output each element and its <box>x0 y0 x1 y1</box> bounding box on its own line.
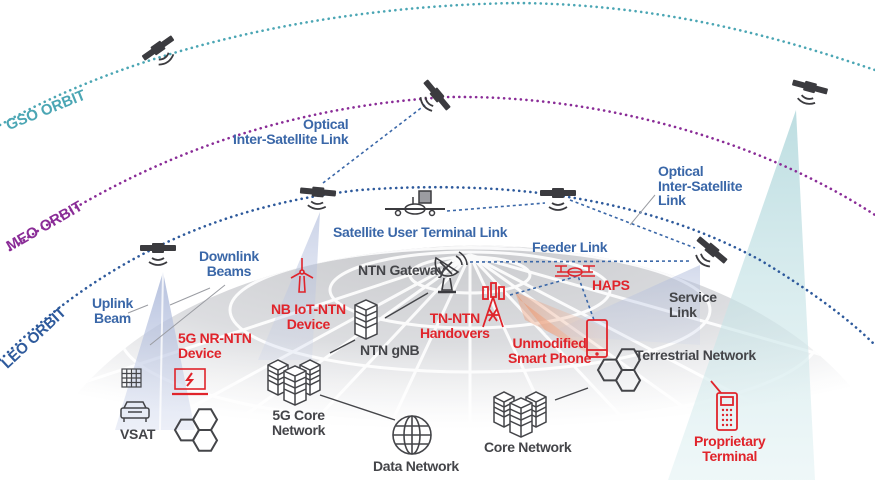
feeder-link-label: Feeder Link <box>532 239 608 255</box>
solar-panel-icon <box>121 368 142 388</box>
gso-orbit-path <box>0 1 875 127</box>
airplane-icon <box>385 190 445 217</box>
server-rack-icon <box>283 365 307 406</box>
nr-ntn-device-label: 5G NR-NTN Device <box>178 331 252 360</box>
service-link-line2: Link <box>669 303 697 320</box>
core-network-label: Core Network <box>484 439 572 455</box>
downlink-beams-label: Downlink Beams <box>199 249 259 278</box>
hexagon-cluster-icon <box>173 408 219 452</box>
optical-isl-label-1: Optical Inter-Satellite Link <box>233 116 349 147</box>
server-rack-icon <box>509 397 533 438</box>
proprietary-terminal-label: Proprietary Terminal <box>694 433 766 464</box>
optical-isl-label-2-line3: Link <box>658 192 686 209</box>
laptop-icon <box>172 368 208 396</box>
data-network-label: Data Network <box>373 458 459 474</box>
optical-isl-label-2: Optical Inter-Satellite Link <box>658 163 743 209</box>
core-5g-label: 5G Core Network <box>272 408 325 437</box>
terrestrial-network-label: Terrestrial Network <box>635 347 756 363</box>
feeder-link-line <box>469 260 691 263</box>
car-icon <box>120 401 150 422</box>
optical-isl-label-1-line2: Inter-Satellite Link <box>233 130 349 147</box>
uplink-beam-line1: Uplink <box>92 295 133 311</box>
satellite-icon <box>419 79 451 112</box>
beams <box>115 110 815 480</box>
service-link-label: Service Link <box>669 290 717 319</box>
satellite-icon <box>695 236 728 268</box>
nb-iot-line2: Device <box>286 315 331 332</box>
nr-ntn-line2: Device <box>178 344 222 361</box>
server-rack-icon <box>354 299 378 340</box>
feature-phone-icon <box>710 380 738 431</box>
drone-icon <box>555 265 595 277</box>
tn-ntn-line2: Handovers <box>420 324 490 341</box>
satellite-icon <box>540 188 576 211</box>
optical-isl-label-2-line2: Inter-Satellite <box>658 177 743 194</box>
tn-ntn-handovers-label: TN-NTN Handovers <box>420 311 490 340</box>
proprietary-terminal-line2: Terminal <box>702 447 758 464</box>
satellite-user-terminal-link-label: Satellite User Terminal Link <box>333 224 508 240</box>
satellite-icon <box>792 79 828 105</box>
leo-orbit-path <box>0 185 875 362</box>
gso-service-beam <box>668 110 815 480</box>
smartphone-icon <box>586 319 608 358</box>
uplink-downlink-beam <box>115 272 195 430</box>
smart-phone-line2: Smart Phone <box>508 349 592 366</box>
tn-ntn-line1: TN-NTN <box>429 310 481 326</box>
satellite-dish-icon <box>434 251 468 294</box>
nb-iot-ntn-device-label: NB IoT-NTN Device <box>271 302 346 331</box>
uplink-beam-label: Uplink Beam <box>92 296 133 325</box>
ntn-gateway-label: NTN Gateway <box>358 262 445 278</box>
satellite-icon <box>141 35 175 66</box>
optical-isl-label-2-line1: Optical <box>658 163 704 179</box>
unmodified-smart-phone-label: Unmodified Smart Phone <box>508 336 591 365</box>
core-5g-line2: Network <box>272 421 326 438</box>
downlink-beams-line2: Beams <box>206 262 252 279</box>
nb-iot-line1: NB IoT-NTN <box>271 301 346 317</box>
meo-orbit-path <box>8 95 875 252</box>
wind-turbine-icon <box>290 258 314 293</box>
smart-phone-line1: Unmodified <box>512 335 587 351</box>
service-link-line1: Service <box>669 289 717 305</box>
satellite-user-terminal-link-line <box>446 202 546 212</box>
downlink-beams-line1: Downlink <box>199 248 259 264</box>
haps-label: HAPS <box>592 277 630 293</box>
globe-icon <box>392 415 432 455</box>
uplink-beam-line2: Beam <box>94 309 131 326</box>
nr-ntn-line1: 5G NR-NTN <box>178 330 252 346</box>
satellite-icon <box>299 186 337 210</box>
hexagon-cluster-icon <box>596 348 642 392</box>
optical-isl-label-1-line1: Optical <box>303 116 349 132</box>
vsat-label: VSAT <box>120 426 156 442</box>
leo-beam-2 <box>258 212 320 360</box>
optical-isl-line-2 <box>569 199 696 249</box>
satellite-icon <box>140 243 176 266</box>
core-5g-line1: 5G Core <box>272 407 325 423</box>
cell-tower-icon <box>482 282 505 328</box>
proprietary-terminal-line1: Proprietary <box>694 433 766 449</box>
ntn-gnb-label: NTN gNB <box>360 342 420 358</box>
